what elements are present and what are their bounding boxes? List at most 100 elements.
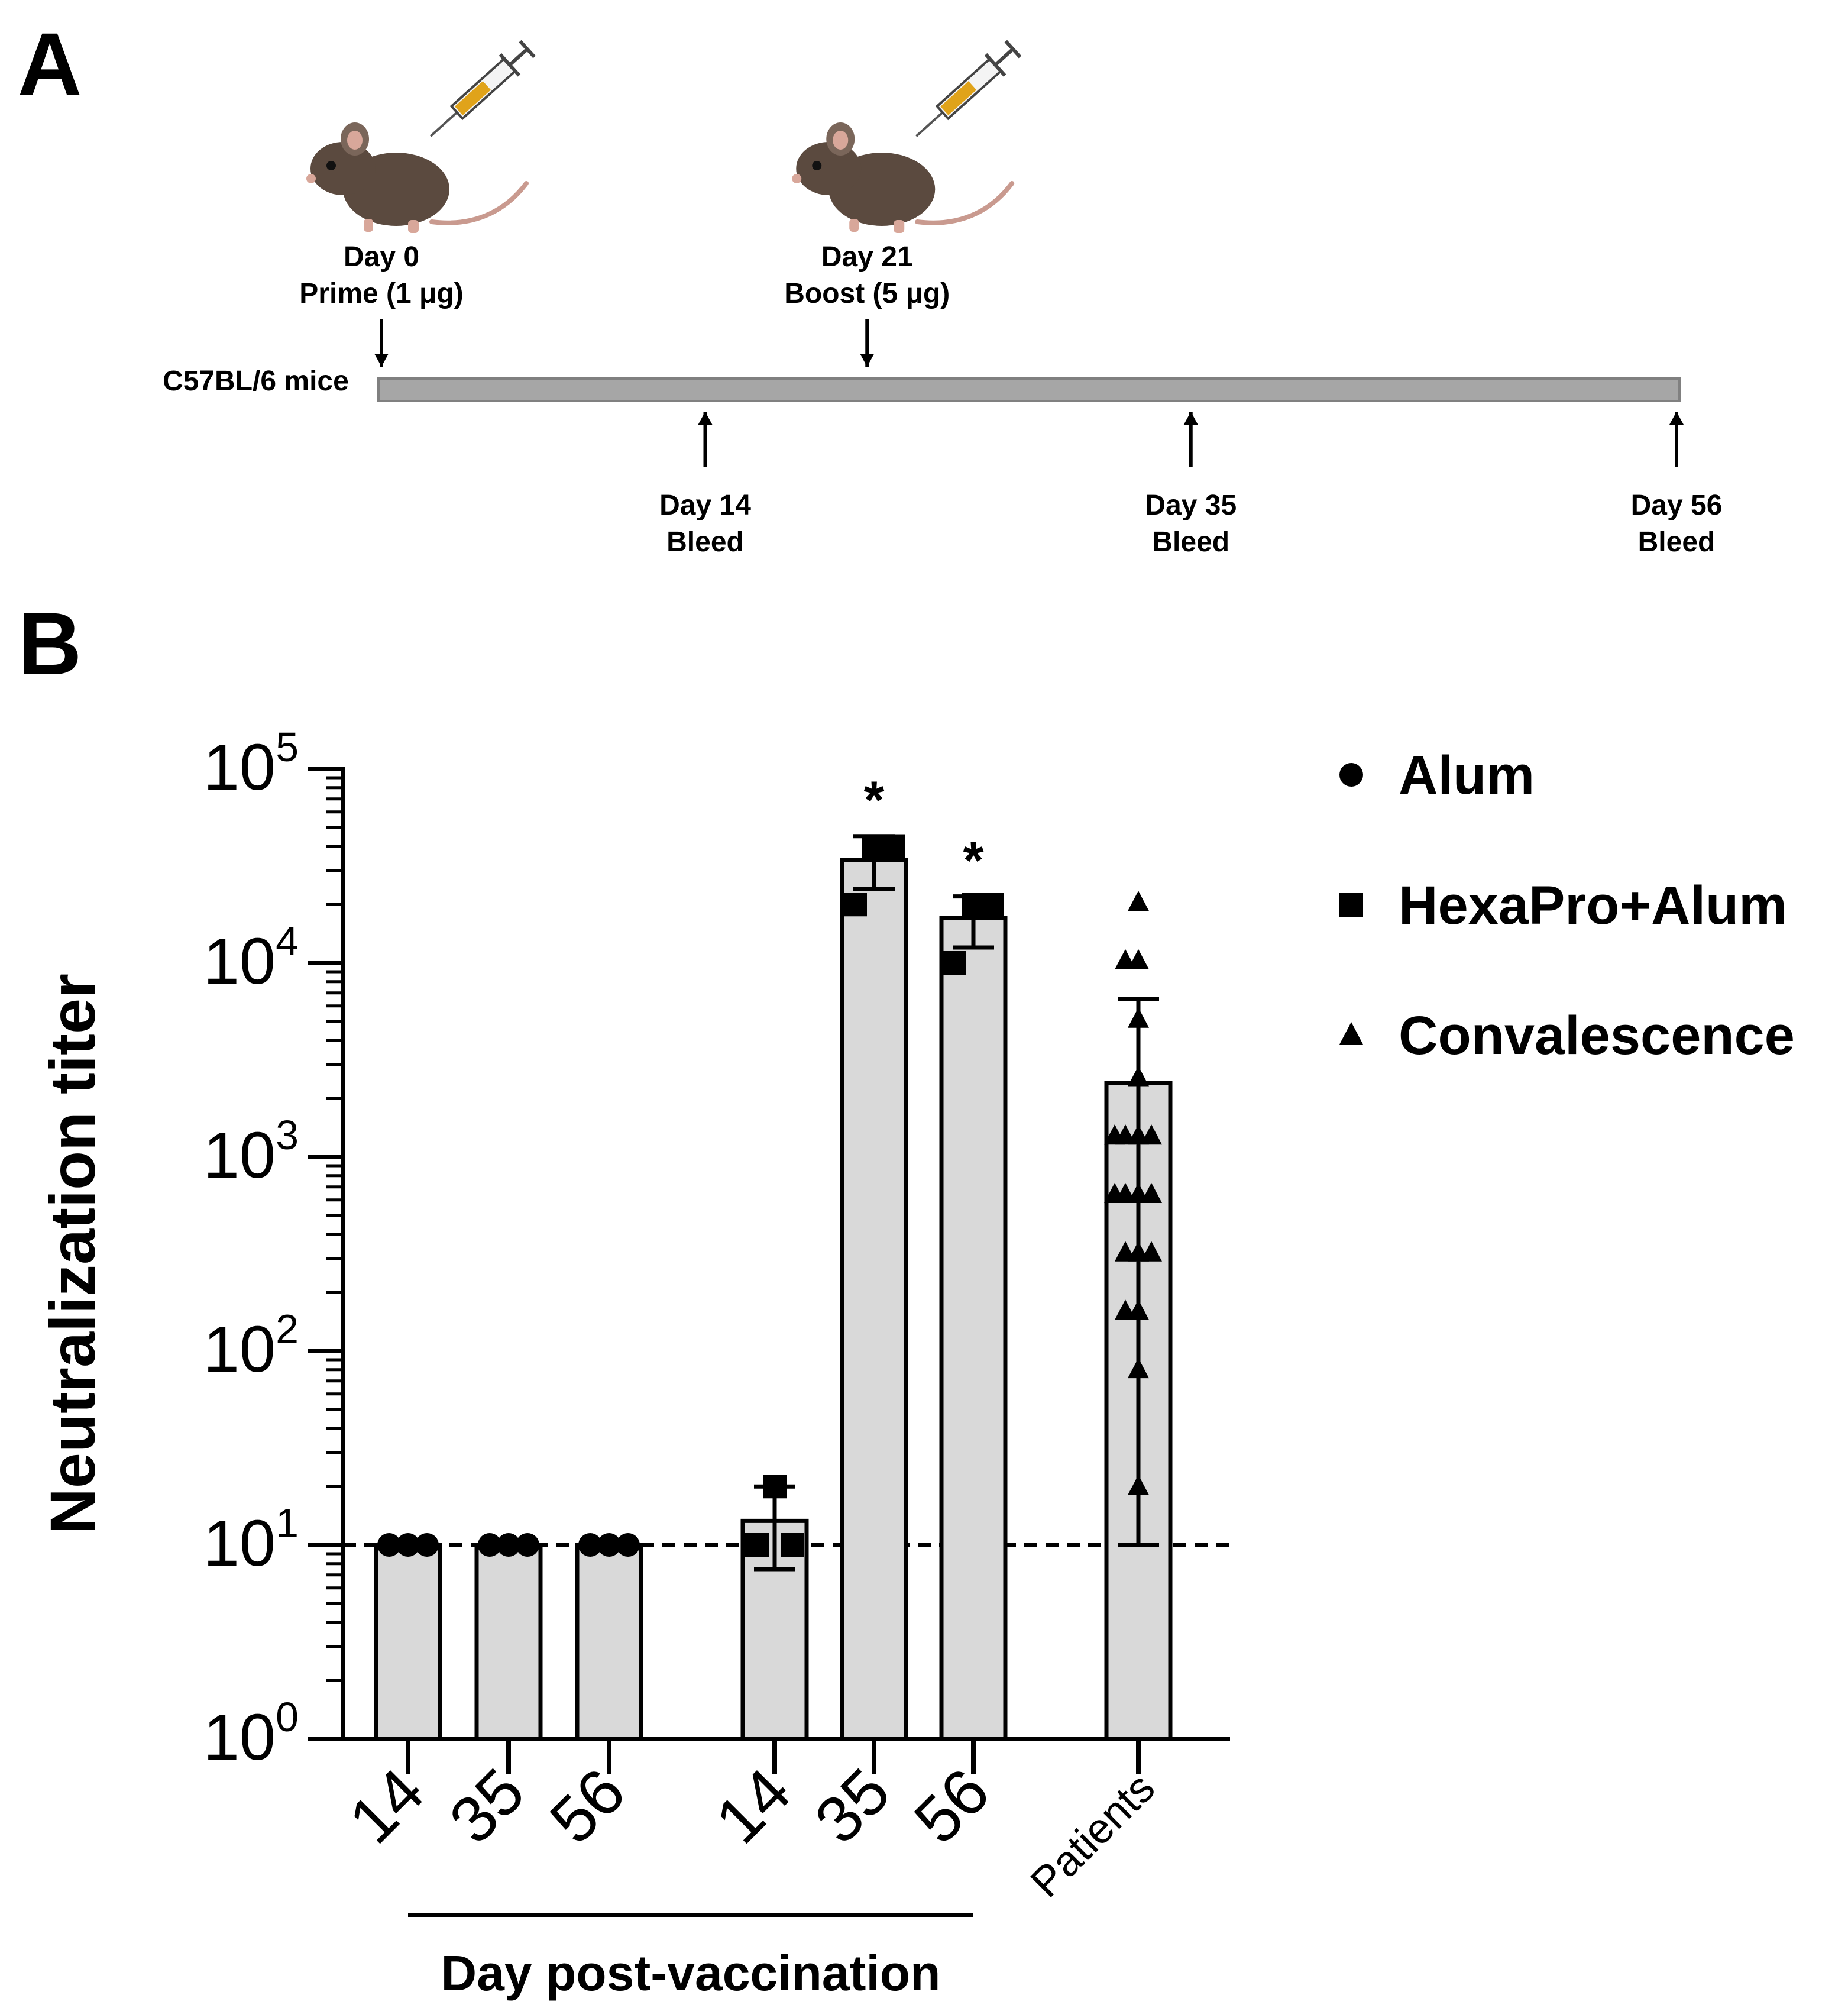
- data-point: [1141, 1241, 1162, 1262]
- y-tick-label: 101: [203, 1500, 299, 1580]
- data-point: [396, 1533, 420, 1557]
- injection-arrow-head: [860, 354, 875, 367]
- data-point: [377, 1533, 401, 1557]
- bar: [575, 1543, 643, 1741]
- mouse-eye: [812, 161, 822, 170]
- syringe-needle: [429, 111, 458, 137]
- strain-label: C57BL/6 mice: [163, 366, 349, 397]
- legend-marker-triangle: [1339, 1022, 1363, 1045]
- data-point: [478, 1533, 501, 1557]
- event-day-label: Day 0: [344, 241, 419, 273]
- bar: [374, 1543, 442, 1741]
- data-point: [497, 1533, 520, 1557]
- bar: [474, 1543, 543, 1741]
- data-point: [1128, 1007, 1149, 1028]
- significance-marker: *: [863, 771, 884, 830]
- syringe-plunger: [994, 47, 1014, 67]
- data-point: [1115, 1241, 1136, 1262]
- syringe-liquid: [454, 81, 491, 115]
- syringe-icon: [429, 40, 536, 137]
- data-point: [1141, 1124, 1162, 1145]
- legend-label: Alum: [1399, 745, 1535, 806]
- data-point: [980, 893, 1004, 917]
- syringe-icon: [915, 40, 1022, 137]
- syringe-flange: [499, 53, 521, 77]
- mouse-paw: [849, 219, 859, 232]
- y-tick-label: 102: [203, 1306, 299, 1386]
- event-day-label: Day 56: [1631, 490, 1723, 521]
- syringe-plunger: [508, 47, 529, 67]
- bar: [840, 858, 908, 1741]
- mouse-ear-inner: [833, 131, 849, 150]
- data-point: [943, 951, 966, 975]
- mouse-paw: [894, 220, 905, 233]
- legend-marker-square: [1339, 893, 1363, 917]
- x-tick-label: 56: [901, 1755, 1003, 1857]
- syringe-plunger-cap: [519, 40, 536, 59]
- data-point: [516, 1533, 539, 1557]
- x-tick-label: 35: [436, 1755, 538, 1857]
- mouse-nose: [306, 174, 316, 183]
- mouse-head: [310, 142, 376, 195]
- event-action-label: Bleed: [1152, 526, 1229, 558]
- syringe-needle: [915, 111, 944, 137]
- data-point: [1104, 1182, 1125, 1203]
- mouse-nose: [792, 174, 802, 183]
- data-point: [1128, 1475, 1149, 1495]
- data-point: [881, 834, 905, 858]
- data-point: [1128, 1357, 1149, 1379]
- x-tick-label: Patients: [1022, 1764, 1164, 1907]
- data-point: [745, 1533, 769, 1557]
- event-day-label: Day 35: [1145, 490, 1237, 521]
- x-tick-label: 35: [801, 1755, 904, 1857]
- data-point: [578, 1533, 602, 1557]
- event-day-label: Day 21: [821, 241, 913, 273]
- data-point: [1115, 1299, 1136, 1320]
- injection-arrow-head: [374, 354, 389, 367]
- data-point: [1128, 891, 1149, 911]
- event-day-label: Day 14: [659, 490, 751, 521]
- mouse-eye: [326, 161, 336, 170]
- mouse-icon: [792, 122, 1015, 233]
- panel-b-letter: B: [18, 594, 82, 693]
- event-action-label: Boost (5 μg): [784, 278, 950, 309]
- data-point: [763, 1475, 787, 1499]
- data-point: [843, 893, 867, 917]
- mouse-ear-inner: [347, 131, 363, 150]
- legend-marker-circle: [1339, 763, 1363, 787]
- mouse-head: [796, 142, 862, 195]
- bar: [939, 916, 1008, 1741]
- mouse-tail: [915, 181, 1015, 225]
- data-point: [1128, 1066, 1149, 1087]
- mouse-icon: [306, 122, 529, 233]
- bleed-arrow-head: [1183, 412, 1198, 425]
- data-point: [781, 1533, 804, 1557]
- syringe-plunger-cap: [1004, 40, 1022, 59]
- x-tick-label: 14: [335, 1755, 438, 1857]
- data-point: [1141, 1182, 1162, 1203]
- data-point: [616, 1533, 640, 1557]
- data-point: [1115, 949, 1136, 970]
- legend-label: HexaPro+Alum: [1399, 875, 1787, 936]
- x-tick-label: 56: [536, 1755, 639, 1857]
- panel-a-letter: A: [18, 14, 82, 114]
- mouse-tail: [429, 181, 529, 225]
- bleed-arrow-head: [698, 412, 713, 425]
- event-action-label: Prime (1 μg): [299, 278, 463, 309]
- timeline-events: Day 0 Prime (1 μg) Day 21 Boost (5 μg) Day 1…: [299, 40, 1723, 558]
- event-action-label: Bleed: [666, 526, 744, 558]
- significance-marker: *: [963, 832, 983, 891]
- syringe-liquid: [940, 81, 977, 115]
- data-point: [415, 1533, 439, 1557]
- y-tick-label: 103: [203, 1112, 299, 1192]
- y-tick-label: 104: [203, 918, 299, 998]
- x-tick-label: 14: [702, 1755, 804, 1857]
- syringe-flange: [984, 53, 1006, 77]
- mouse-paw: [408, 220, 419, 233]
- data-point: [597, 1533, 621, 1557]
- legend-label: Convalescence: [1399, 1005, 1795, 1066]
- timeline-bar: [377, 377, 1681, 402]
- y-tick-label: 100: [203, 1694, 299, 1774]
- mouse-paw: [364, 219, 373, 232]
